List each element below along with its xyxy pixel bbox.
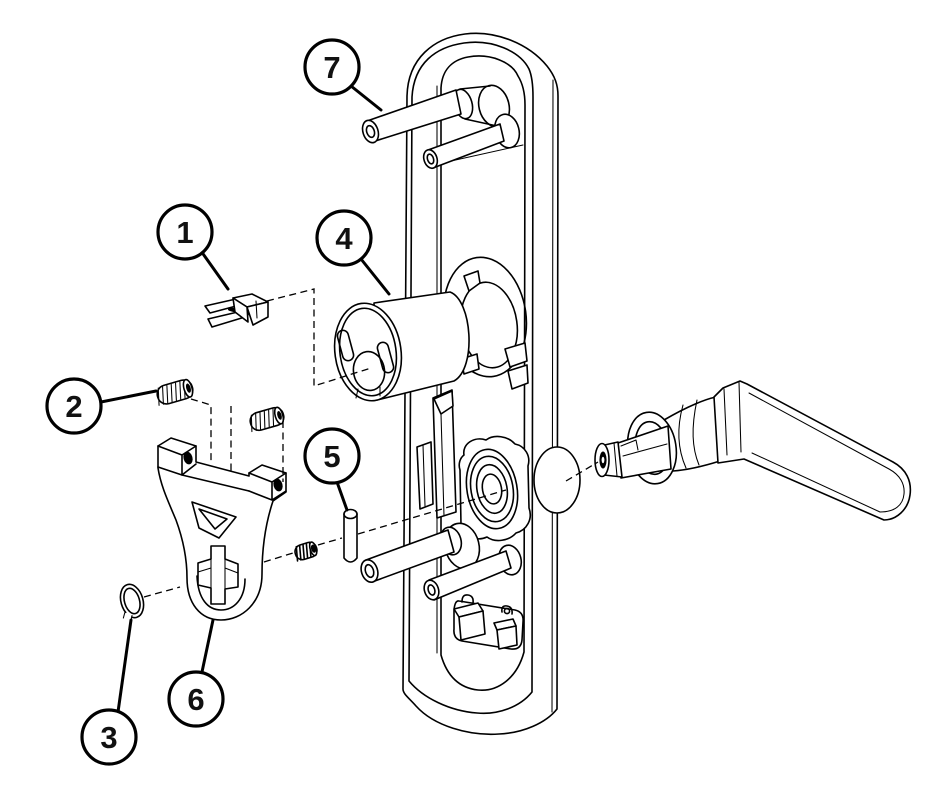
set-screw [294, 541, 318, 562]
callout-7-bubble [303, 38, 361, 96]
callout-6-number: 6 [187, 682, 204, 717]
callout-2-number: 2 [65, 389, 82, 424]
callout-4-number: 4 [335, 221, 353, 256]
callout-1-bubble [156, 203, 214, 261]
callout-7: 7 [303, 38, 383, 112]
callout-4: 4 [315, 209, 391, 296]
pin [343, 508, 358, 563]
spindle-bearing [458, 435, 532, 542]
spindle-fork [157, 437, 287, 621]
channel-guide [416, 389, 457, 519]
mounting-post-bottom-2 [423, 544, 523, 601]
spring-2 [249, 406, 285, 433]
retaining-ring [119, 583, 145, 621]
spindle-hub-ball [533, 446, 581, 514]
callout-3: 3 [80, 618, 138, 766]
mounting-post-top-2 [422, 113, 521, 170]
mounting-post-top [361, 84, 511, 144]
callout-4-bubble [315, 209, 373, 267]
callout-3-number: 3 [100, 720, 117, 755]
cylinder-clamp [442, 256, 529, 390]
callout-6: 6 [167, 618, 225, 728]
lever-handle [594, 380, 912, 521]
assembly-guide-lines [143, 288, 599, 598]
cylinder-hub [333, 291, 470, 402]
callout-5-number: 5 [323, 439, 340, 474]
callout-2: 2 [45, 377, 158, 435]
latch-block [453, 594, 524, 650]
callout-3-bubble [80, 708, 138, 766]
callout-7-number: 7 [323, 50, 340, 85]
callout-5: 5 [303, 427, 361, 512]
mounting-post-bottom [360, 522, 481, 584]
callout-5-bubble [303, 427, 361, 485]
spring-1 [156, 378, 194, 406]
callout-2-bubble [45, 377, 103, 435]
callout-1-number: 1 [176, 215, 193, 250]
latch-clip [204, 293, 269, 328]
callout-1: 1 [156, 203, 230, 291]
callout-6-bubble [167, 670, 225, 728]
